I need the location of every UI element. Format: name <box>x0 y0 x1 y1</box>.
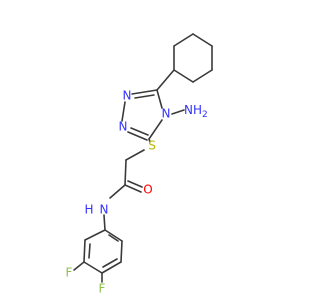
triazole-ring <box>121 89 163 141</box>
phenyl-ring <box>83 229 123 274</box>
bond <box>148 138 151 143</box>
bond <box>73 261 85 271</box>
bond <box>84 229 106 241</box>
atom-s: S <box>148 139 156 153</box>
atom-o: O <box>143 183 152 197</box>
bond <box>131 89 158 95</box>
bond <box>83 261 103 274</box>
bond <box>125 149 145 161</box>
atom-amide-n: N <box>100 203 109 217</box>
bond <box>121 101 126 122</box>
bond <box>120 240 123 263</box>
bond <box>127 131 148 141</box>
bond <box>173 69 194 83</box>
bond <box>103 214 106 231</box>
bond <box>134 94 155 99</box>
atom-n2: N <box>119 120 128 134</box>
bond <box>108 234 119 242</box>
atom-f4: F <box>99 282 106 296</box>
bond <box>130 127 149 136</box>
bond <box>101 261 122 274</box>
cyclohexyl-ring <box>173 33 213 83</box>
bond <box>102 258 118 268</box>
bond <box>156 69 175 91</box>
bond <box>104 229 123 242</box>
bond <box>88 243 91 259</box>
atom-f3: F <box>66 266 73 280</box>
bond <box>83 239 86 263</box>
bond <box>156 89 163 109</box>
molecule-canvas: N N N NH2 S H N O F F <box>65 33 213 296</box>
atom-n4: N <box>162 107 171 121</box>
bond <box>124 184 142 193</box>
bond <box>173 33 194 47</box>
bond <box>109 184 126 199</box>
bond <box>148 119 163 140</box>
bond <box>127 180 143 188</box>
atom-amide-h: H <box>84 203 93 217</box>
bond <box>171 109 185 115</box>
bond <box>192 33 213 47</box>
atom-n1: N <box>123 89 132 103</box>
bond <box>124 159 127 186</box>
atom-nh2: NH2 <box>184 103 208 120</box>
molecule-structure: N N N NH2 S H N O F F <box>66 33 213 296</box>
bond <box>192 69 213 83</box>
